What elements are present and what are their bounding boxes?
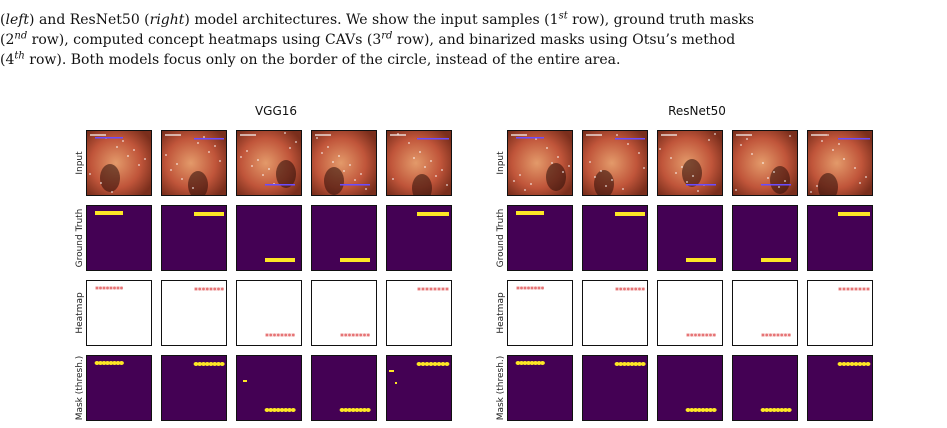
ground-truth-mask [161, 205, 227, 271]
caption-text: (4 [0, 52, 15, 68]
threshold-mask [807, 355, 873, 421]
caption-text: (2 [0, 32, 15, 48]
ground-truth-mask [86, 205, 152, 271]
heatmap-image [507, 280, 573, 346]
caption-line-3: (4th row). Both models focus only on the… [0, 50, 947, 70]
row-label: Mask (thresh.) [496, 355, 506, 421]
heatmap-image [807, 280, 873, 346]
row-label: Heatmap [496, 292, 506, 334]
row-label: Ground Truth [496, 208, 506, 268]
threshold-mask [582, 355, 648, 421]
caption-sup: th [14, 50, 25, 62]
ground-truth-mask [236, 205, 302, 271]
threshold-mask [507, 355, 573, 421]
caption-italic-right: right [149, 12, 185, 28]
heatmap-image [86, 280, 152, 346]
caption-line-2: (2nd row), computed concept heatmaps usi… [0, 30, 947, 50]
input-image [311, 130, 377, 196]
panel-title: ResNet50 [668, 104, 726, 118]
input-image [507, 130, 573, 196]
threshold-mask [236, 355, 302, 421]
ground-truth-mask [507, 205, 573, 271]
ground-truth-mask [657, 205, 723, 271]
row-label: Heatmap [75, 292, 85, 334]
heatmap-image [311, 280, 377, 346]
ground-truth-mask [386, 205, 452, 271]
caption-italic-left: left [5, 12, 30, 28]
threshold-mask [732, 355, 798, 421]
caption-sup: rd [381, 30, 393, 42]
row-label: Ground Truth [75, 208, 85, 268]
threshold-mask [657, 355, 723, 421]
caption-text: row), ground truth masks [567, 12, 755, 28]
heatmap-image [236, 280, 302, 346]
row-label: Input [75, 151, 85, 175]
heatmap-image [386, 280, 452, 346]
input-image [657, 130, 723, 196]
input-image [161, 130, 227, 196]
threshold-mask [86, 355, 152, 421]
figure-caption: (left) and ResNet50 (right) model archit… [0, 0, 947, 70]
heatmap-image [657, 280, 723, 346]
caption-sup: nd [14, 30, 28, 42]
input-image [236, 130, 302, 196]
heatmap-image [582, 280, 648, 346]
input-image [582, 130, 648, 196]
ground-truth-mask [732, 205, 798, 271]
ground-truth-mask [582, 205, 648, 271]
input-image [732, 130, 798, 196]
ground-truth-mask [807, 205, 873, 271]
ground-truth-mask [311, 205, 377, 271]
caption-text: ) model architectures. We show the input… [184, 12, 559, 28]
caption-line-1: (left) and ResNet50 (right) model archit… [0, 10, 947, 30]
caption-text: row). Both models focus only on the bord… [24, 52, 621, 68]
input-image [807, 130, 873, 196]
threshold-mask [161, 355, 227, 421]
threshold-mask [311, 355, 377, 421]
panel-title: VGG16 [254, 104, 298, 118]
heatmap-image [732, 280, 798, 346]
input-image [386, 130, 452, 196]
caption-text: ( [0, 12, 6, 28]
caption-text: row), computed concept heatmaps using CA… [27, 32, 382, 48]
heatmap-image [161, 280, 227, 346]
row-label: Input [496, 151, 506, 175]
input-image [86, 130, 152, 196]
caption-sup: st [558, 10, 568, 22]
caption-text: ) and ResNet50 ( [29, 12, 150, 28]
threshold-mask [386, 355, 452, 421]
row-label: Mask (thresh.) [75, 355, 85, 421]
caption-text: row), and binarized masks using Otsu’s m… [392, 32, 736, 48]
